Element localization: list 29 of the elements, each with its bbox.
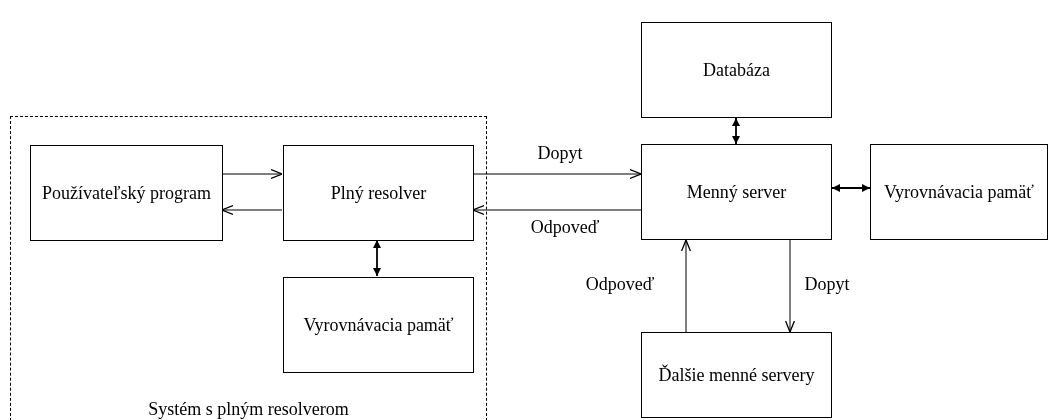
- process-box: [641, 22, 832, 118]
- arrow: [784, 239, 796, 333]
- box-label: Vyrovnávacia pamäť: [882, 180, 1036, 204]
- process-box: [30, 145, 223, 241]
- edge-label: Odpoveď: [583, 275, 657, 295]
- edge-label: Dopyt: [535, 144, 585, 164]
- process-box: [283, 277, 474, 373]
- process-box: [283, 145, 474, 241]
- arrow: [680, 239, 692, 333]
- process-box: [870, 144, 1048, 240]
- arrow: [831, 184, 871, 192]
- process-box: [641, 332, 832, 418]
- arrow: [373, 239, 381, 277]
- box-label: Databáza: [702, 58, 771, 82]
- arrow: [472, 168, 642, 180]
- edge-label: Dopyt: [802, 275, 852, 295]
- box-label: Používateľský program: [41, 181, 212, 205]
- process-box: [641, 144, 832, 240]
- arrow: [221, 204, 283, 216]
- group-label: Systém s plným resolverom: [147, 397, 350, 420]
- box-label: Ďalšie menné servery: [657, 363, 816, 387]
- box-label: Menný server: [685, 180, 788, 204]
- arrow: [221, 168, 283, 180]
- system-boundary: [10, 116, 487, 420]
- arrow: [732, 117, 740, 145]
- edge-label: Odpoveď: [528, 218, 602, 238]
- box-label: Vyrovnávacia pamäť: [302, 313, 455, 337]
- box-label: Plný resolver: [329, 181, 428, 205]
- arrow: [472, 204, 642, 216]
